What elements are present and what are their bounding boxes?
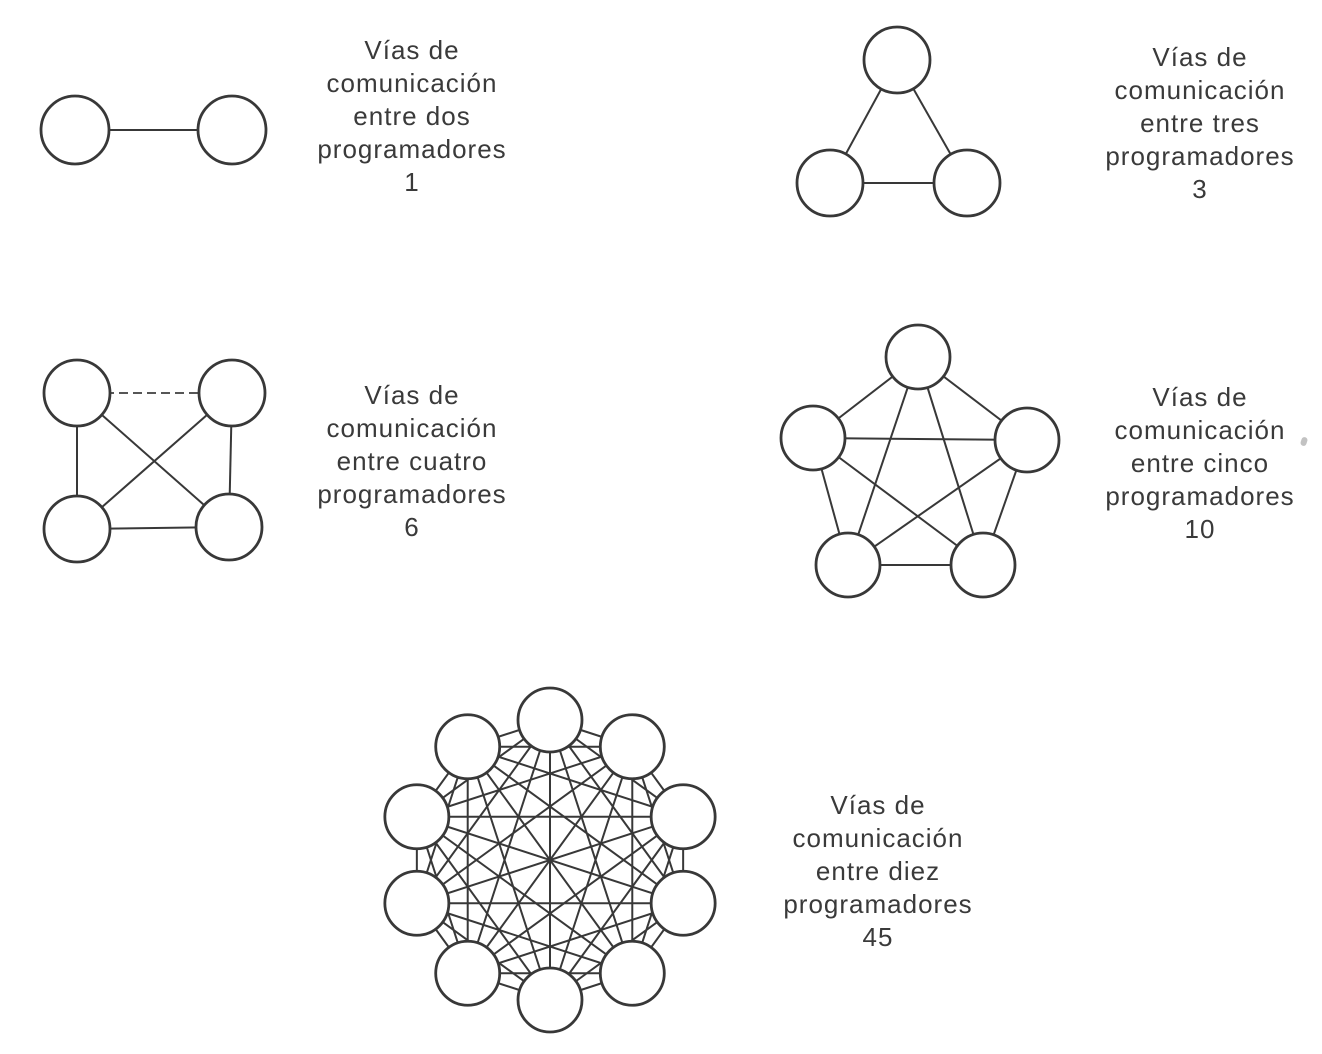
caption-line: programadores [783,889,973,919]
caption-line: programadores [317,479,507,509]
graph-ten-programmers [383,686,717,1034]
graph-node [434,939,502,1007]
graph-node [598,939,666,1007]
graph-edge [416,815,633,975]
graph-node [949,531,1017,599]
graph-node [598,713,666,781]
caption-four-programmers: Vías de comunicación entre cuatro progra… [282,379,542,544]
caption-line: comunicación [1114,75,1286,105]
caption-line: comunicación [326,68,498,98]
caption-two-programmers: Vías de comunicación entre dos programad… [282,34,542,199]
paths-count: 1 [404,167,420,197]
caption-three-programmers: Vías de comunicación entre tres programa… [1070,41,1322,206]
caption-line: comunicación [792,823,964,853]
caption-line: entre cinco [1130,448,1270,478]
graph-edge [812,437,984,566]
graph-two-programmers [39,94,268,166]
graph-edge [416,719,551,904]
caption-line: Vías de [830,790,926,820]
graph-edge [917,356,984,566]
caption-line: Vías de [364,380,460,410]
graph-node [795,148,865,218]
graph-node [197,358,267,428]
graph-edge [467,745,684,905]
graph-node [39,94,111,166]
paths-count: 10 [1184,514,1216,544]
graph-node [814,531,882,599]
caption-line: comunicación [1114,415,1286,445]
graph-edge [467,902,684,975]
graph-node [884,323,952,391]
graph-node [993,406,1061,474]
graph-node [649,869,717,937]
graph-node [516,686,584,754]
graph-node [779,404,847,472]
graph-edge [416,902,633,975]
caption-line: programadores [1105,141,1295,171]
caption-line: Vías de [364,35,460,65]
graph-edge [847,439,1028,566]
graph-node [862,25,932,95]
graph-edge [466,746,551,1001]
graph-edge [416,745,633,818]
graph-node [516,966,584,1034]
graph-node [932,148,1002,218]
graph-edge [466,746,634,974]
caption-five-programmers: Vías de comunicación entre cinco program… [1070,381,1322,546]
graph-node [649,783,717,851]
graph-edge [549,816,684,1001]
caption-line: entre tres [1140,108,1260,138]
caption-line: Vías de [1152,42,1248,72]
graph-four-programmers [42,358,267,564]
graph-five-programmers [779,323,1061,599]
graph-three-programmers [795,25,1002,218]
graph-node [42,494,112,564]
caption-line: entre cuatro [336,446,488,476]
caption-line: comunicación [326,413,498,443]
graph-edge [467,745,684,818]
graph-edge [847,356,919,566]
caption-line: entre diez [815,856,941,886]
graph-node [196,94,268,166]
graph-node [383,869,451,937]
graph-node [383,783,451,851]
paths-count: 45 [862,922,894,952]
caption-ten-programmers: Vías de comunicación entre diez programa… [748,789,1008,954]
paths-count: 3 [1192,174,1208,204]
caption-line: programadores [317,134,507,164]
graph-node [194,492,264,562]
graph-edge [812,437,1028,441]
graph-node [434,713,502,781]
graph-edge [416,816,551,1001]
graph-node [42,358,112,428]
graph-edge [549,719,684,904]
caption-line: entre dos [353,101,471,131]
paths-count: 6 [404,512,420,542]
caption-line: programadores [1105,481,1295,511]
caption-line: Vías de [1152,382,1248,412]
